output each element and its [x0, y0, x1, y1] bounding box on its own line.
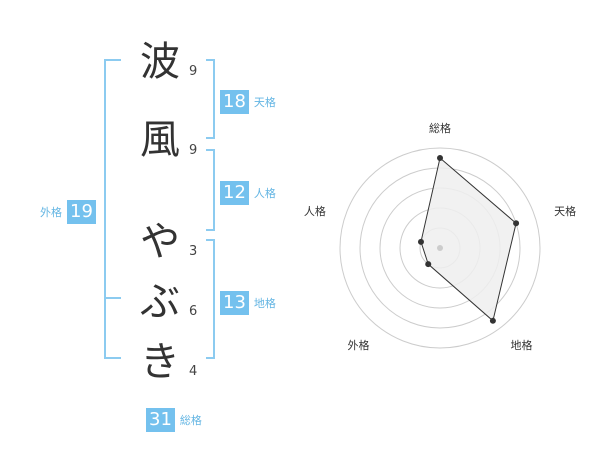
radar-axis-label-1: 総格	[429, 121, 451, 135]
radar-axis-label-3: 地格	[511, 338, 533, 352]
stroke-count-3: 3	[189, 244, 198, 259]
name-char-4: ぶ	[140, 279, 180, 325]
radar-ring-5	[339, 147, 541, 349]
tenkaku-label: 天格	[253, 96, 276, 109]
jinkaku-value: 12	[220, 181, 249, 205]
radar-point-5	[417, 238, 424, 245]
jinkaku-label: 人格	[253, 187, 276, 200]
gaikaku-badge: 外格 19	[40, 200, 96, 224]
tenkaku-value: 18	[220, 90, 249, 114]
soukaku-value: 31	[146, 408, 175, 432]
chikaku-bracket	[206, 239, 215, 359]
chikaku-label: 地格	[253, 297, 276, 310]
stroke-count-2: 9	[189, 143, 198, 158]
radar-value-polygon	[420, 157, 517, 322]
stroke-count-1: 9	[189, 64, 198, 79]
soukaku-label: 総格	[179, 414, 202, 427]
chikaku-value: 13	[220, 291, 249, 315]
radar-axis-label-5: 人格	[304, 204, 326, 218]
tenkaku-badge: 18 天格	[220, 90, 276, 114]
stroke-count-4: 6	[189, 304, 198, 319]
radar-point-1	[437, 155, 443, 161]
name-char-1: 波	[140, 39, 180, 85]
radar-point-3	[489, 317, 496, 324]
soukaku-badge: 31 総格	[146, 408, 202, 432]
name-char-5: き	[140, 339, 180, 385]
gaikaku-label: 外格	[40, 206, 62, 219]
name-char-3: や	[140, 219, 180, 265]
stroke-count-5: 4	[189, 364, 198, 379]
chikaku-badge: 13 地格	[220, 291, 276, 315]
gaikaku-bracket	[104, 59, 121, 359]
radar-center-dot	[437, 245, 443, 251]
radar-point-2	[513, 220, 520, 227]
name-char-2: 風	[140, 117, 180, 163]
radar-axis-label-2: 天格	[554, 204, 576, 218]
tenkaku-bracket	[206, 59, 215, 139]
gaikaku-value: 19	[67, 200, 96, 224]
radar-point-4	[425, 261, 432, 268]
jinkaku-bracket	[206, 149, 215, 231]
jinkaku-badge: 12 人格	[220, 181, 276, 205]
radar-axis-label-4: 外格	[347, 338, 369, 352]
